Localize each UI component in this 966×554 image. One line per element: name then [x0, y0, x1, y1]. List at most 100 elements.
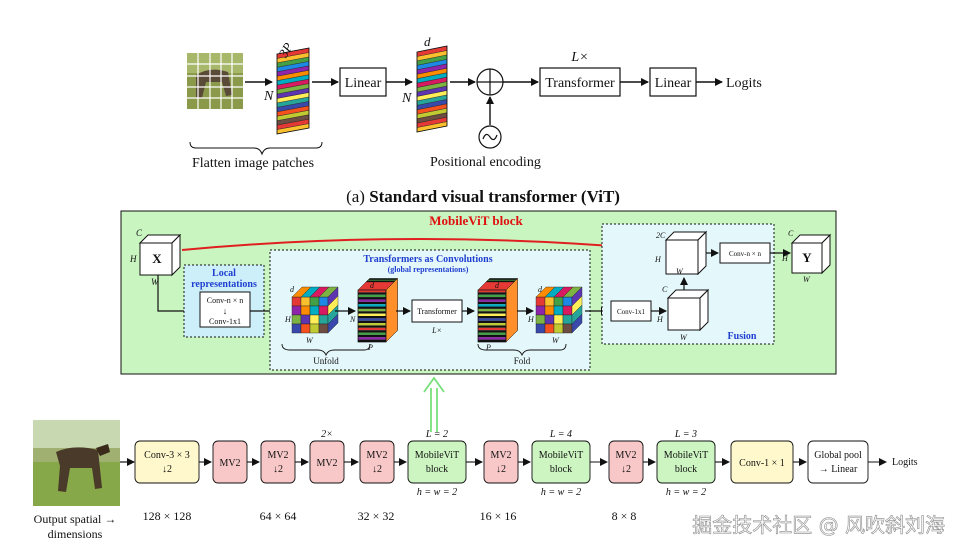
stack-front-band: [478, 337, 506, 340]
linear-box-1: [339, 67, 387, 97]
pipeline-stage-4: MV2 2×: [309, 429, 359, 484]
w-label-lower: W: [680, 333, 688, 342]
stack-front-band: [478, 308, 506, 312]
h-label-b: H: [527, 315, 535, 324]
d-label-a: d: [290, 285, 295, 294]
stack-front-band: [358, 330, 386, 333]
patch-cell: [544, 323, 555, 334]
local-title-1: Local: [212, 268, 236, 279]
patch-cell: [291, 314, 302, 325]
stage-line-1: MV2: [267, 450, 288, 461]
add-operator-icon: [476, 68, 504, 96]
stack-front-band: [358, 323, 386, 326]
patch-cell: [544, 296, 555, 307]
stage-above-label: L = 4: [549, 429, 572, 440]
pipeline-stage-6: MobileViT block L = 2 h = w = 2: [407, 429, 483, 498]
skip-connection-arrow: [181, 238, 661, 255]
dog-photo: [33, 420, 120, 506]
flattened-patches: [276, 47, 310, 135]
patch-cell: [562, 314, 573, 325]
stage-above-label: L = 2: [425, 429, 448, 440]
stage-box: [407, 440, 467, 484]
stage-box: [359, 440, 395, 484]
stack-front-band: [358, 334, 386, 338]
p-label-s2: P: [485, 343, 491, 352]
stage-line-1: MV2: [316, 458, 337, 469]
stack-front-band: [358, 308, 386, 312]
unfold-label: Unfold: [313, 356, 339, 366]
stage-line-2: ↓2: [372, 464, 382, 475]
patch-cell: [544, 314, 555, 325]
patch-cell: [291, 323, 302, 334]
stage-line-1: Global pool: [814, 450, 862, 461]
block-repeat-label: L×: [431, 326, 442, 335]
stage-line-1: MV2: [615, 450, 636, 461]
stage-line-2: block: [426, 464, 448, 475]
h-label-upper: H: [654, 255, 662, 264]
stage-box: [134, 440, 200, 484]
dimension-label: 16 × 16: [480, 509, 517, 523]
logits-label: Logits: [726, 76, 762, 91]
stack-front-band: [478, 318, 506, 321]
stage-line-1: Conv-1 × 1: [739, 458, 785, 469]
stage-below-label: h = w = 2: [417, 487, 457, 498]
patch-cell: [300, 296, 311, 307]
stage-above-label: 2×: [321, 429, 333, 440]
stack-side: [385, 277, 398, 343]
linear-label-1: Linear: [345, 76, 382, 91]
patch-cell: [535, 305, 546, 316]
stage-above-label: L = 3: [674, 429, 697, 440]
stack-front-band: [478, 330, 506, 333]
patch-dim-label: 3P: [275, 40, 296, 61]
stack-front-band: [358, 325, 386, 328]
local-convn-label: Conv-n × n: [207, 296, 244, 305]
stage-line-1: MobileViT: [415, 450, 459, 461]
stage-below-label: h = w = 2: [666, 487, 706, 498]
c-label-lower: C: [662, 285, 668, 294]
patch-cell: [553, 305, 564, 316]
pipeline-stage-11: Conv-1 × 1: [730, 440, 807, 484]
fusion-label: Fusion: [728, 331, 757, 342]
stage-box: [608, 440, 644, 484]
stage-box: [656, 440, 716, 484]
stack-front-band: [358, 316, 386, 319]
stack-front-band: [478, 327, 506, 331]
fusion-cube-lower: [666, 288, 710, 332]
stack-front-band: [358, 290, 386, 293]
stack-front-band: [358, 339, 386, 342]
n-label-s1: N: [349, 315, 356, 324]
stack-front-band: [358, 318, 386, 321]
patch-cell: [318, 296, 329, 307]
stack-front-band: [358, 311, 386, 314]
stack-front-band: [478, 290, 506, 293]
output-y-cube: [790, 233, 832, 275]
fusion-cube-upper: [664, 230, 708, 276]
stack-front-band: [478, 311, 506, 314]
h-label-lower: H: [656, 315, 664, 324]
d-label: d: [424, 34, 431, 49]
x-label: X: [152, 251, 162, 266]
w-label-a: W: [306, 336, 314, 345]
fold-patch-cube: [535, 286, 583, 334]
pipeline-stages: Conv-3 × 3↓2MV2MV2↓2MV22×MV2↓2MobileViTb…: [134, 429, 887, 498]
local-conv1-label: Conv-1x1: [209, 317, 241, 326]
patch-cell: [309, 314, 320, 325]
stack-front-band: [478, 301, 506, 305]
p-label-s1: P: [367, 343, 373, 352]
d-label-b: d: [538, 285, 543, 294]
pipeline-stage-2: MV2: [212, 440, 260, 484]
stack-front-band: [478, 306, 506, 309]
w-label-upper: W: [676, 267, 684, 276]
dimension-label: 128 × 128: [143, 509, 192, 523]
pipeline-logits-label: Logits: [892, 457, 918, 468]
patch-cell-side: [571, 313, 583, 334]
patch-cell: [318, 323, 329, 334]
patch-cell: [309, 296, 320, 307]
local-title-2: representations: [191, 279, 257, 290]
patch-cell: [300, 305, 311, 316]
stack-front-band: [478, 297, 506, 300]
